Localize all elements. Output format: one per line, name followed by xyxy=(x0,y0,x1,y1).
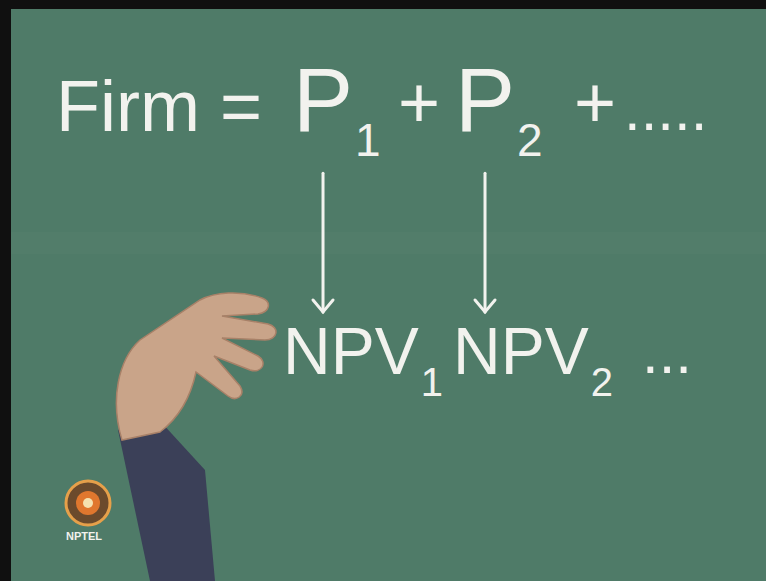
hand xyxy=(116,293,276,440)
chalk-term: NPV2 xyxy=(453,318,613,402)
chalk-text: Firm = xyxy=(56,70,262,142)
term-symbol: NPV xyxy=(283,314,419,388)
board-frame xyxy=(0,0,766,9)
chalk-text: + xyxy=(398,66,440,138)
term-symbol: P xyxy=(455,50,515,150)
chalk-text: ..... xyxy=(624,80,707,140)
term-symbol: P xyxy=(293,50,353,150)
term-symbol: NPV xyxy=(453,314,589,388)
board-frame xyxy=(0,0,11,581)
logo-core xyxy=(76,491,100,515)
logo-ring xyxy=(66,481,110,525)
term-subscript: 1 xyxy=(421,362,443,402)
logo-center xyxy=(83,498,93,508)
chalk-text: ... xyxy=(642,323,692,383)
chalk-arrow xyxy=(322,173,325,312)
chalk-smudge xyxy=(11,232,766,254)
chalk-term: P1 xyxy=(293,55,381,163)
logo-text: NPTEL xyxy=(66,531,102,542)
term-subscript: 2 xyxy=(591,362,613,402)
chalk-text: + xyxy=(574,66,616,138)
chalk-arrow xyxy=(484,173,487,312)
term-subscript: 2 xyxy=(517,117,543,163)
chalk-term: P2 xyxy=(455,55,543,163)
term-subscript: 1 xyxy=(355,117,381,163)
nptel-logo xyxy=(66,481,110,525)
chalk-term: NPV1 xyxy=(283,318,443,402)
